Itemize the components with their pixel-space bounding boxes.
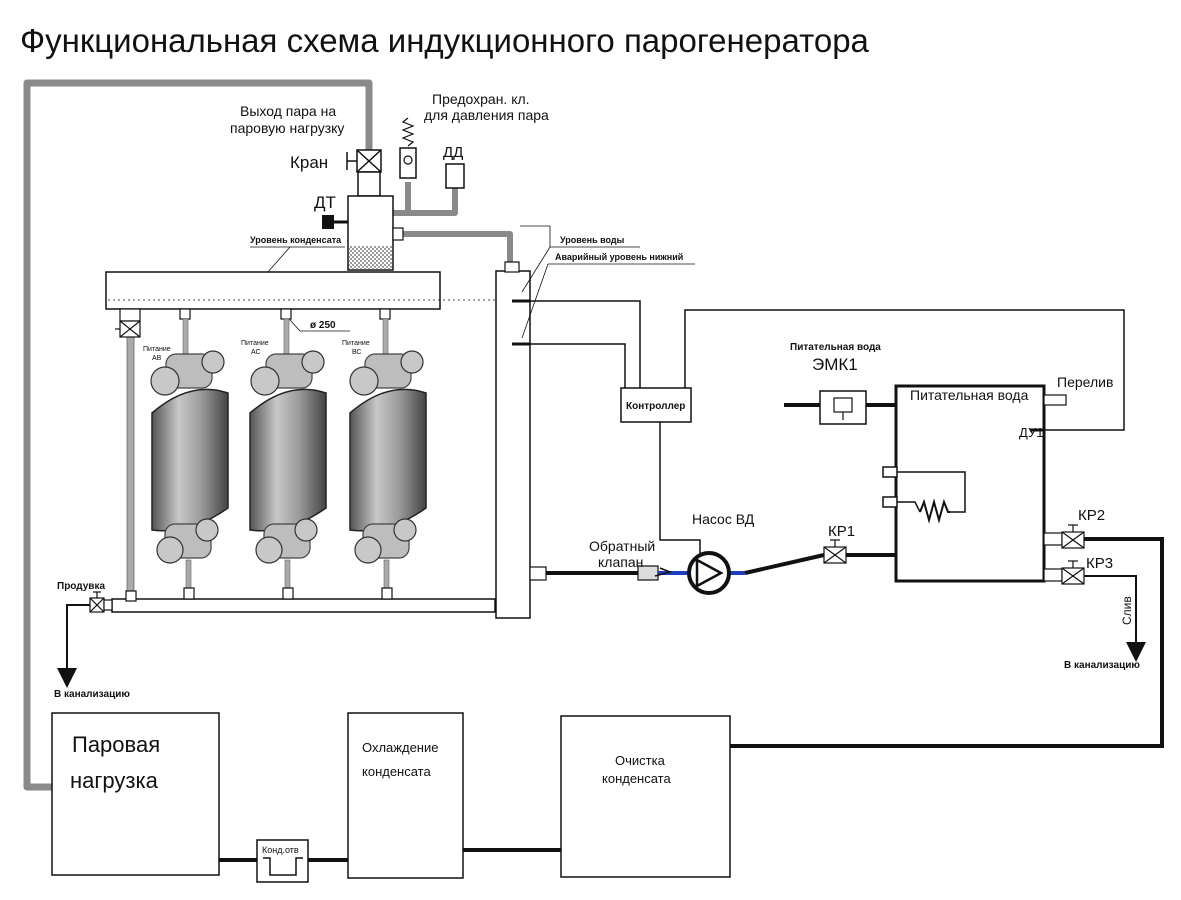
feed-ab-label-2: АВ bbox=[152, 355, 162, 362]
feed-bc-label-2: ВС bbox=[352, 349, 362, 356]
feed-line bbox=[529, 553, 896, 581]
feed-water-tank bbox=[894, 384, 1046, 583]
emk1-label: ЭМК1 bbox=[812, 355, 858, 374]
drain-label: Слив bbox=[1120, 596, 1134, 625]
steam-load-box bbox=[51, 712, 220, 876]
heater-element bbox=[882, 466, 966, 524]
induction-coil-2 bbox=[249, 308, 327, 600]
feed-ac-label-2: АС bbox=[251, 349, 261, 356]
kran-valve bbox=[346, 149, 382, 173]
lower-header bbox=[111, 598, 496, 613]
controller-box bbox=[620, 387, 692, 423]
pressure-lines bbox=[392, 182, 513, 262]
du1-label: ДУ1 bbox=[1019, 425, 1043, 440]
safety-valve-label-2: для давления пара bbox=[424, 107, 549, 123]
right-drain-line bbox=[1084, 575, 1146, 662]
cleaning-label-2: конденсата bbox=[602, 771, 671, 786]
overflow-label: Перелив bbox=[1057, 374, 1113, 390]
feed-bc-label-1: Питание bbox=[342, 340, 370, 347]
dt-label: ДТ bbox=[314, 193, 336, 212]
check-valve-label-2: клапан bbox=[598, 554, 643, 570]
diameter-label: ø 250 bbox=[310, 320, 336, 331]
to-sewer-left-label: В канализацию bbox=[54, 689, 130, 700]
steam-outlet-label-1: Выход пара на bbox=[240, 103, 336, 119]
steam-outlet-label-2: паровую нагрузку bbox=[230, 120, 344, 136]
signal-lines bbox=[530, 300, 1125, 555]
cooling-label-2: конденсата bbox=[362, 764, 431, 779]
left-drain-line bbox=[57, 604, 90, 688]
cleaning-label-1: Очистка bbox=[615, 753, 666, 768]
cooling-label-1: Охлаждение bbox=[362, 740, 438, 755]
upper-header bbox=[105, 271, 441, 310]
feed-ab-label-1: Питание bbox=[143, 346, 171, 353]
diagram-title: Функциональная схема индукционного парог… bbox=[20, 22, 870, 59]
induction-coil-1 bbox=[150, 308, 229, 600]
cleaning-box bbox=[560, 715, 731, 878]
controller-label: Контроллер bbox=[626, 401, 685, 412]
blowdown-pipe bbox=[115, 308, 141, 600]
induction-coil-3 bbox=[349, 308, 427, 600]
steam-separator bbox=[322, 171, 404, 271]
to-sewer-right-label: В канализацию bbox=[1064, 660, 1140, 671]
feed-water-top-label: Питательная вода bbox=[790, 342, 881, 353]
condensate-return-line bbox=[730, 537, 1164, 748]
check-valve-label-1: Обратный bbox=[589, 538, 655, 554]
safety-valve bbox=[399, 117, 417, 179]
feed-ac-label-1: Питание bbox=[241, 340, 269, 347]
blowdown-label: Продувка bbox=[57, 581, 105, 592]
condensate-level-label: Уровень конденсата bbox=[250, 235, 342, 245]
steam-load-label-1: Паровая bbox=[72, 732, 160, 757]
dd-label: ДД bbox=[443, 144, 463, 161]
water-column bbox=[495, 270, 531, 619]
trap-label: Конд.отв bbox=[262, 845, 299, 855]
steam-pipe bbox=[23, 79, 373, 791]
kr2-valve bbox=[1043, 524, 1085, 549]
emk1-valve bbox=[784, 390, 896, 425]
kran-label: Кран bbox=[290, 153, 328, 172]
safety-valve-label-1: Предохран. кл. bbox=[432, 91, 530, 107]
emergency-level-label: Аварийный уровень нижний bbox=[555, 252, 683, 262]
blowdown-valve bbox=[89, 590, 137, 613]
water-level-label: Уровень воды bbox=[560, 235, 625, 245]
kr3-valve bbox=[1043, 560, 1085, 585]
cooling-box bbox=[347, 712, 464, 879]
kr1-label: КР1 bbox=[828, 523, 855, 540]
pump-icon bbox=[687, 551, 731, 595]
kr1-valve bbox=[823, 539, 847, 564]
kr2-label: КР2 bbox=[1078, 507, 1105, 524]
pump-label: Насос ВД bbox=[692, 511, 755, 527]
steam-load-label-2: нагрузка bbox=[70, 768, 159, 793]
kr3-label: КР3 bbox=[1086, 555, 1113, 572]
dd-sensor bbox=[445, 163, 465, 189]
condensate-trap bbox=[256, 839, 309, 883]
tank-label: Питательная вода bbox=[910, 387, 1029, 403]
